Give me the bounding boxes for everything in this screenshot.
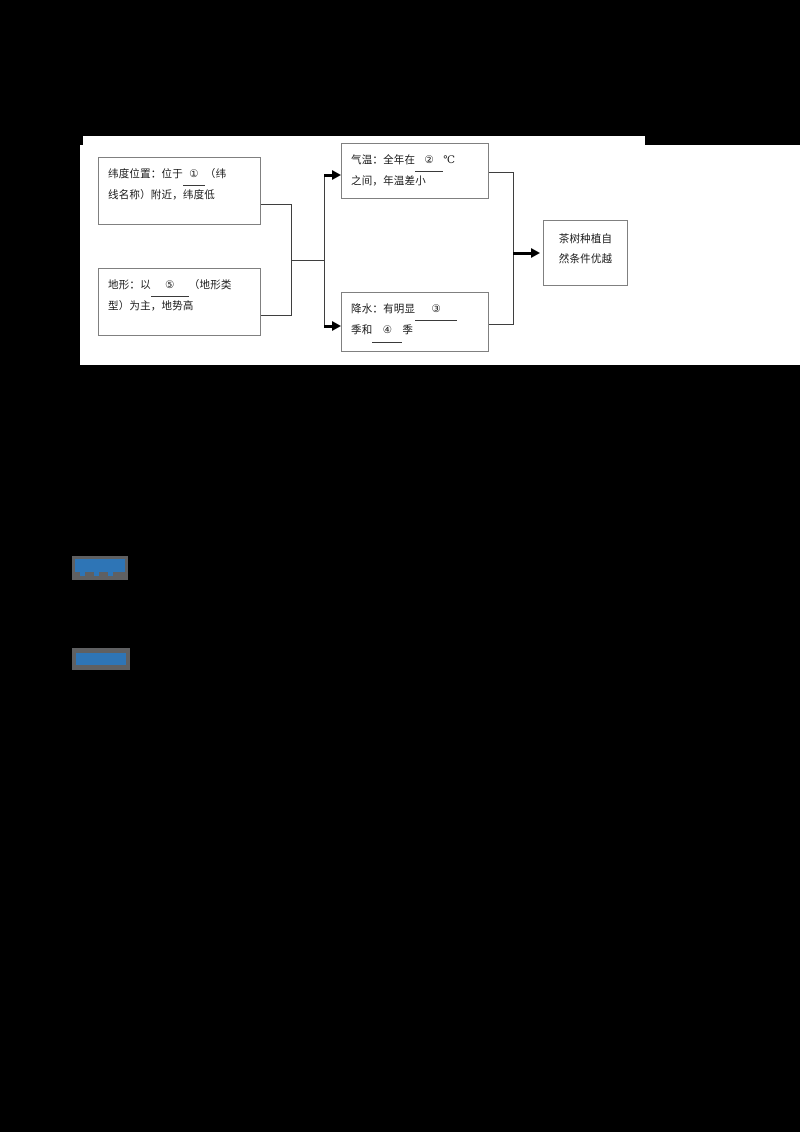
connector-split-vertical xyxy=(324,175,325,327)
flow-box-result-line-2: 然条件优越 xyxy=(558,254,613,266)
highlight-block-one[interactable] xyxy=(72,556,128,580)
answer-blank-3: ③ xyxy=(415,300,458,322)
highlight-one-right-edge xyxy=(125,559,128,572)
connector-latitude-out xyxy=(261,204,291,205)
answer-blank-5: ⑤ xyxy=(150,276,189,298)
arrow-head-to-temperature xyxy=(332,170,341,180)
text: 季和 xyxy=(351,325,373,337)
text: 纬度位置：位于 xyxy=(108,169,183,180)
arrow-head-to-precipitation xyxy=(332,321,341,331)
highlight-one-descender-b xyxy=(94,572,99,576)
diagram-panel-top-strip xyxy=(83,136,645,146)
connector-temperature-out xyxy=(489,172,513,173)
highlight-one-descender-c xyxy=(108,572,113,576)
flow-box-result: 茶树种植自 然条件优越 xyxy=(543,220,628,286)
text: 之间，年温差小 xyxy=(351,176,426,188)
arrow-stem-to-precipitation xyxy=(324,325,336,328)
text: 降水：有明显 xyxy=(351,304,416,315)
highlight-block-two[interactable] xyxy=(72,648,130,670)
answer-blank-2: ② xyxy=(415,151,444,173)
text: 地形：以 xyxy=(108,280,151,291)
highlight-two-left-edge xyxy=(72,653,76,665)
text: 季 xyxy=(402,325,414,337)
text: （地形类 xyxy=(188,280,232,291)
text: 气温：全年在 xyxy=(351,155,416,166)
highlight-one-left-edge xyxy=(72,559,75,572)
connector-left-trunk xyxy=(291,260,324,261)
arrow-head-to-result xyxy=(531,248,540,258)
arrow-stem-to-temperature xyxy=(324,174,336,177)
connector-precipitation-out xyxy=(489,324,513,325)
highlight-one-fill xyxy=(75,559,125,572)
text: 型）为主，地势高 xyxy=(108,301,194,313)
arrow-stem-to-result xyxy=(513,252,535,255)
highlight-two-fill xyxy=(76,653,126,665)
flow-box-latitude-line-2: 线名称）附近，纬度低 xyxy=(108,186,251,206)
answer-blank-1: ① xyxy=(182,165,205,187)
connector-right-merge-vertical xyxy=(513,172,514,325)
highlight-two-right-edge xyxy=(126,653,130,665)
text: （纬 xyxy=(204,169,227,180)
flow-box-result-line-1: 茶树种植自 xyxy=(558,234,613,245)
flow-box-landform-line-2: 型）为主，地势高 xyxy=(108,297,251,317)
flow-box-temperature-line-2: 之间，年温差小 xyxy=(351,172,479,192)
answer-blank-4: ④ xyxy=(372,321,403,343)
highlight-one-descender-a xyxy=(80,572,85,576)
connector-landform-out xyxy=(261,315,291,316)
degree-celsius-text: ℃ xyxy=(443,155,456,166)
text: 线名称）附近，纬度低 xyxy=(108,190,215,202)
